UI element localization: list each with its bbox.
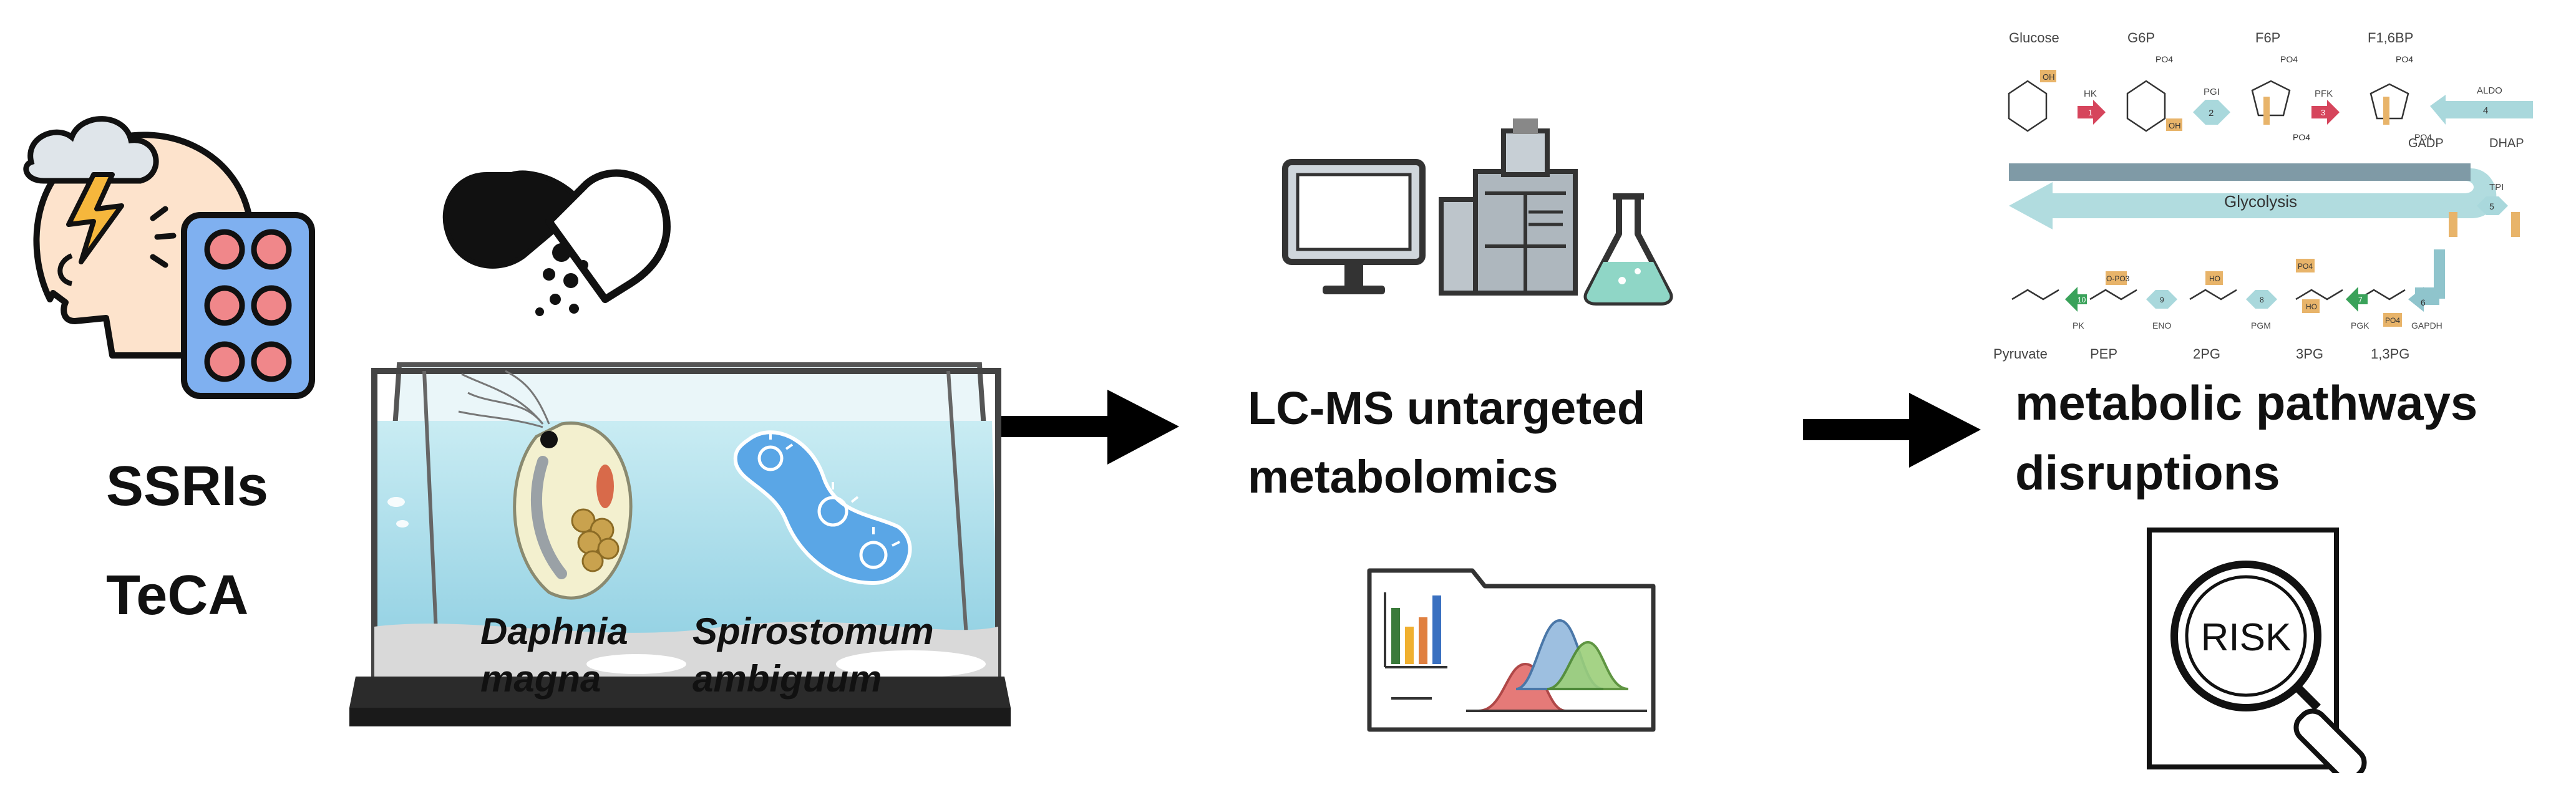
step-7: 7 bbox=[2358, 296, 2363, 304]
step-2: 2 bbox=[2209, 108, 2214, 118]
metabolite-pep: PEP bbox=[2090, 346, 2117, 362]
enzyme-tpi: TPI bbox=[2489, 182, 2504, 193]
spirostomum-label: Spirostomum ambiguum bbox=[693, 608, 934, 703]
capsule-icon bbox=[442, 169, 671, 316]
group-po4-6: PO4 bbox=[2298, 262, 2313, 271]
group-oh-1: OH bbox=[2043, 72, 2055, 82]
metabolite-3pg: 3PG bbox=[2296, 346, 2323, 362]
outcome-label-line1: metabolic pathways bbox=[2015, 375, 2478, 430]
step-3: 3 bbox=[2321, 108, 2325, 117]
enzyme-hk: HK bbox=[2084, 89, 2097, 99]
daphnia-label-line2: magna bbox=[480, 658, 601, 700]
glycolysis-pathway-diagram: Glucose G6P F6P F1,6BP OH OH PO4 PO4 PO4… bbox=[1993, 30, 2533, 362]
metabolite-f16bp: F1,6BP bbox=[2368, 30, 2413, 46]
enzyme-eno: ENO bbox=[2152, 320, 2171, 330]
group-ho-2: HO bbox=[2306, 302, 2317, 311]
group-opo3: O-PO3 bbox=[2106, 274, 2130, 283]
spirostomum-label-line1: Spirostomum bbox=[693, 610, 934, 652]
risk-text: RISK bbox=[2201, 616, 2292, 659]
teca-label: TeCA bbox=[106, 564, 249, 627]
enzyme-pgk: PGK bbox=[2351, 320, 2369, 330]
method-label-line1: LC-MS untargeted bbox=[1248, 382, 1646, 434]
enzyme-pfk: PFK bbox=[2315, 89, 2333, 99]
group-po4-4: PO4 bbox=[2293, 132, 2310, 142]
daphnia-label-line1: Daphnia bbox=[480, 610, 628, 652]
metabolite-gadp: GADP bbox=[2408, 137, 2444, 150]
method-label-line2: metabolomics bbox=[1248, 451, 1558, 503]
enzyme-pk: PK bbox=[2073, 320, 2084, 330]
daphnia-icon bbox=[458, 370, 633, 600]
glycolysis-title: Glycolysis bbox=[2224, 192, 2297, 211]
spirostomum-label-line2: ambiguum bbox=[693, 658, 882, 700]
step-5: 5 bbox=[2489, 201, 2494, 211]
metabolite-pyruvate: Pyruvate bbox=[1993, 346, 2048, 362]
group-po4-7: PO4 bbox=[2385, 316, 2400, 325]
group-po4-5: PO4 bbox=[2414, 132, 2432, 142]
lcms-instrument-icon bbox=[1282, 118, 1578, 296]
enzyme-pgm: PGM bbox=[2251, 320, 2271, 330]
metabolite-f6p: F6P bbox=[2255, 30, 2280, 46]
flow-arrow-2 bbox=[1803, 393, 1981, 468]
flask-icon bbox=[1583, 193, 1673, 306]
group-oh-2: OH bbox=[2169, 121, 2181, 130]
step-10: 10 bbox=[2078, 296, 2086, 304]
group-po4-3: PO4 bbox=[2396, 54, 2413, 64]
outcome-label: metabolic pathways disruptions bbox=[2015, 368, 2477, 508]
metabolite-dhap: DHAP bbox=[2489, 137, 2524, 150]
method-label: LC-MS untargeted metabolomics bbox=[1248, 374, 1645, 511]
step-6: 6 bbox=[2421, 297, 2426, 307]
pill-pack-icon bbox=[181, 212, 315, 399]
enzyme-pgi: PGI bbox=[2204, 87, 2220, 97]
metabolite-13pg: 1,3PG bbox=[2371, 346, 2409, 362]
metabolite-glucose: Glucose bbox=[2009, 30, 2059, 46]
ssri-label: SSRIs bbox=[106, 455, 269, 518]
step-4: 4 bbox=[2483, 105, 2488, 116]
flow-arrow-1 bbox=[1001, 390, 1179, 465]
step-1: 1 bbox=[2088, 108, 2092, 117]
group-po4-1: PO4 bbox=[2156, 54, 2173, 64]
metabolite-g6p: G6P bbox=[2127, 30, 2155, 46]
enzyme-gapdh: GAPDH bbox=[2411, 320, 2442, 330]
enzyme-aldo: ALDO bbox=[2477, 85, 2502, 96]
step-8: 8 bbox=[2260, 296, 2264, 304]
outcome-label-line2: disruptions bbox=[2015, 445, 2280, 500]
spirostomum-icon bbox=[733, 430, 912, 586]
group-ho-1: HO bbox=[2209, 274, 2220, 283]
risk-magnifier-icon: RISK bbox=[2147, 528, 2367, 773]
group-po4-2: PO4 bbox=[2280, 54, 2298, 64]
data-chart-icon bbox=[1367, 568, 1656, 732]
metabolite-2pg: 2PG bbox=[2193, 346, 2220, 362]
daphnia-label: Daphnia magna bbox=[480, 608, 628, 703]
step-9: 9 bbox=[2160, 296, 2164, 304]
